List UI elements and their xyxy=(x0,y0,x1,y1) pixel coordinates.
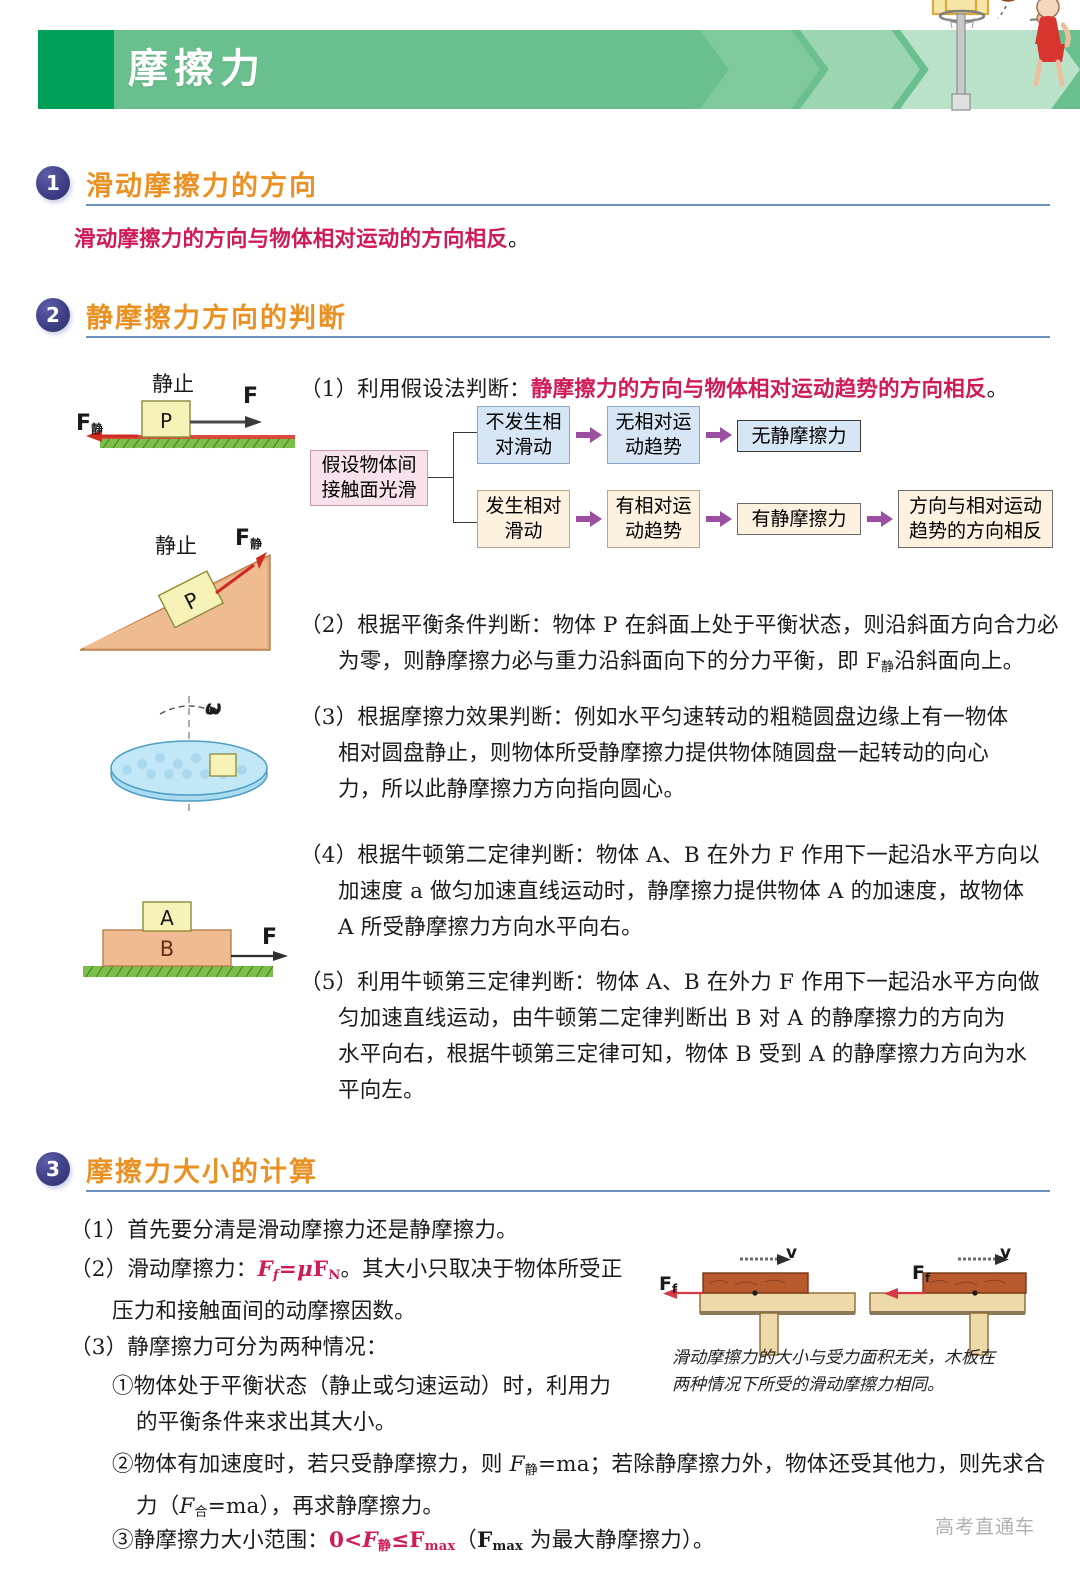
section3-item2: （2）滑动摩擦力：Ff=μFN。其大小只取决于物体所受正 压力和接触面间的动摩擦… xyxy=(70,1252,670,1330)
flow-arrow-top-2 xyxy=(706,427,732,443)
section2-item3: （3）根据摩擦力效果判断：例如水平匀速转动的粗糙圆盘边缘上有一物体 相对圆盘静止… xyxy=(300,700,1075,808)
section3-sub1-line1: ①物体处于平衡状态（静止或匀速运动）时，利用力 xyxy=(112,1374,612,1399)
section-1-period: 。 xyxy=(508,227,530,252)
flow-arrow-top-1 xyxy=(576,427,602,443)
section2-item5-line3: 水平向右，根据牛顿第三定律可知，物体 B 受到 A 的静摩擦力方向为水 xyxy=(338,1042,1028,1067)
flow-top-box-2: 无相对运 动趋势 xyxy=(607,406,700,464)
page-title: 摩擦力 xyxy=(128,46,266,92)
section2-item4: （4）根据牛顿第二定律判断：物体 A、B 在外力 F 作用下一起沿水平方向以 加… xyxy=(300,838,1075,946)
section2-item2: （2）根据平衡条件判断：物体 P 在斜面上处于平衡状态，则沿斜面方向合力必 为零… xyxy=(300,608,1075,686)
section2-item5-line4: 平向左。 xyxy=(338,1078,425,1103)
flow-bottom-box-4: 方向与相对运动 趋势的方向相反 xyxy=(898,490,1053,548)
section2-item5: （5）利用牛顿第三定律判断：物体 A、B 在外力 F 作用下一起沿水平方向做 匀… xyxy=(300,965,1075,1109)
flat-block-force-f-label: F xyxy=(243,384,259,409)
svg-text:A: A xyxy=(160,906,174,930)
section2-item5-line1: （5）利用牛顿第三定律判断：物体 A、B 在外力 F 作用下一起沿水平方向做 xyxy=(300,970,1040,995)
basketball-hoop-illustration xyxy=(931,0,1071,111)
disk-omega-label: ω xyxy=(205,697,222,719)
flat-block-rest-label: 静止 xyxy=(152,372,194,396)
section3-item3: （3）静摩擦力可分为两种情况： xyxy=(70,1335,388,1360)
sliding-boards-diagram xyxy=(663,1254,1027,1356)
ab-blocks-diagram: B A xyxy=(83,901,288,978)
boards-friction-label-right: Ff xyxy=(912,1262,931,1285)
svg-text:B: B xyxy=(160,937,174,961)
section2-item2-line2: 为零，则静摩擦力必与重力沿斜面向下的分力平衡，即 F静沿斜面向上。 xyxy=(338,649,1025,675)
section-2-rule xyxy=(86,336,1050,338)
section-1-highlight: 滑动摩擦力的方向与物体相对运动的方向相反 xyxy=(74,227,509,252)
section2-item1-prefix: （1）利用假设法判断： xyxy=(300,377,531,402)
boards-velocity-label-left: v xyxy=(786,1243,798,1263)
boards-caption-line1: 滑动摩擦力的大小与受力面积无关，木板在 xyxy=(672,1348,995,1368)
incline-block-diagram: P xyxy=(79,552,271,651)
flow-bottom-box-2: 有相对运 动趋势 xyxy=(607,490,700,548)
section-1-badge: 1 xyxy=(36,166,70,200)
flow-connector-stem xyxy=(428,477,454,478)
section3-item1: （1）首先要分清是滑动摩擦力还是静摩擦力。 xyxy=(70,1218,518,1243)
section3-item2-line2: 压力和接触面间的动摩擦因数。 xyxy=(112,1299,416,1324)
flow-arrow-bottom-1 xyxy=(576,511,602,527)
assumption-method-flowchart: 假设物体间 接触面光滑 不发生相 对滑动 无相对运 动趋势 无静摩擦力 发生相对… xyxy=(310,406,1055,564)
section2-item1-highlight: 静摩擦力的方向与物体相对运动趋势的方向相反 xyxy=(530,377,987,402)
section-3-badge: 3 xyxy=(36,1152,70,1186)
section2-item4-line1: （4）根据牛顿第二定律判断：物体 A、B 在外力 F 作用下一起沿水平方向以 xyxy=(300,843,1040,868)
rotating-disk-diagram xyxy=(110,696,268,814)
flow-arrow-bottom-3 xyxy=(867,511,893,527)
flow-top-box-1: 不发生相 对滑动 xyxy=(477,406,570,464)
section2-item5-line2: 匀加速直线运动，由牛顿第二定律判断出 B 对 A 的静摩擦力的方向为 xyxy=(338,1006,1006,1031)
section3-sub2: ②物体有加速度时，若只受静摩擦力，则 F静=ma；若除静摩擦力外，物体还受其他力… xyxy=(112,1447,1072,1531)
flow-arrow-bottom-2 xyxy=(706,511,732,527)
svg-text:P: P xyxy=(160,409,172,433)
boards-caption: 滑动摩擦力的大小与受力面积无关，木板在 两种情况下所受的滑动摩擦力相同。 xyxy=(672,1345,1072,1399)
section3-sub3: ③静摩擦力大小范围：0<F静≤Fmax（Fmax 为最大静摩擦力）。 xyxy=(112,1528,715,1554)
section3-sub2-line2: 力（F合=ma），再求静摩擦力。 xyxy=(136,1494,445,1520)
flow-root-box: 假设物体间 接触面光滑 xyxy=(310,450,428,506)
section-1-title: 滑动摩擦力的方向 xyxy=(86,171,318,202)
flat-block-static-force-label: F静 xyxy=(76,411,104,436)
section-1-body: 滑动摩擦力的方向与物体相对运动的方向相反。 xyxy=(74,222,1034,258)
section2-item4-line3: A 所受静摩擦力方向水平向右。 xyxy=(338,915,643,940)
flow-connector-bottom xyxy=(453,522,477,523)
section2-item4-line2: 加速度 a 做匀加速直线运动时，静摩擦力提供物体 A 的加速度，故物体 xyxy=(338,879,1025,904)
flow-top-box-3: 无静摩擦力 xyxy=(737,420,861,452)
section3-sub2-line1: ②物体有加速度时，若只受静摩擦力，则 F静=ma；若除静摩擦力外，物体还受其他力… xyxy=(112,1452,1046,1478)
section3-sub1: ①物体处于平衡状态（静止或匀速运动）时，利用力 的平衡条件来求出其大小。 xyxy=(112,1369,692,1441)
section-3-title: 摩擦力大小的计算 xyxy=(86,1157,318,1188)
boards-caption-line2: 两种情况下所受的滑动摩擦力相同。 xyxy=(672,1375,944,1395)
flow-connector-vertical xyxy=(453,432,454,522)
boards-friction-label-left: Ff xyxy=(659,1273,678,1296)
flat-block-diagram: P xyxy=(86,400,295,449)
section-2-title: 静摩擦力方向的判断 xyxy=(86,303,347,334)
section2-item3-line2: 相对圆盘静止，则物体所受静摩擦力提供物体随圆盘一起转动的向心 xyxy=(338,741,990,766)
section2-item3-line1: （3）根据摩擦力效果判断：例如水平匀速转动的粗糙圆盘边缘上有一物体 xyxy=(300,705,1009,730)
ab-force-label: F xyxy=(262,925,278,950)
flow-bottom-box-3: 有静摩擦力 xyxy=(737,503,861,535)
section-3-rule xyxy=(86,1190,1050,1192)
section2-item1-tail: 。 xyxy=(986,377,1009,402)
incline-rest-label: 静止 xyxy=(155,534,197,558)
section-1-rule xyxy=(86,204,1050,206)
flow-bottom-box-1: 发生相对 滑动 xyxy=(477,490,570,548)
section2-item3-line3: 力，所以此静摩擦力方向指向圆心。 xyxy=(338,777,686,802)
section2-item2-line1: （2）根据平衡条件判断：物体 P 在斜面上处于平衡状态，则沿斜面方向合力必 xyxy=(300,613,1059,638)
flow-connector-top xyxy=(453,432,477,433)
watermark: 高考直通车 xyxy=(935,1516,1036,1538)
section3-item2-line1: （2）滑动摩擦力：Ff=μFN。其大小只取决于物体所受正 xyxy=(70,1257,623,1283)
section3-sub1-line2: 的平衡条件来求出其大小。 xyxy=(136,1410,397,1435)
section2-item1: （1）利用假设法判断：静摩擦力的方向与物体相对运动趋势的方向相反。 xyxy=(300,372,1075,408)
section-2-badge: 2 xyxy=(36,298,70,332)
banner-accent-cap xyxy=(38,30,114,109)
incline-force-label: F静 xyxy=(235,526,263,551)
boards-velocity-label-right: v xyxy=(1000,1243,1012,1263)
